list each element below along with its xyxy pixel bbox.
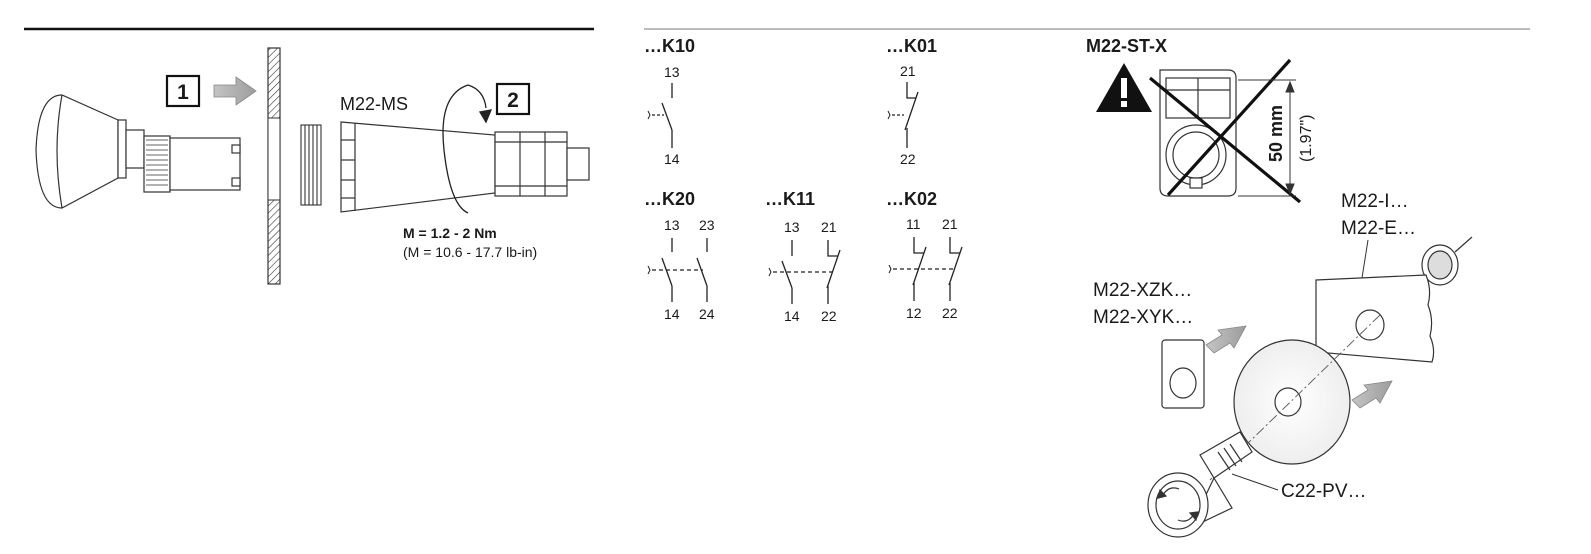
plate-arrow-icon <box>1205 325 1247 354</box>
contact-k10: …K10 13 14 <box>644 36 695 167</box>
front-ring-drawing <box>1421 236 1473 286</box>
disc-arrow-icon <box>1351 380 1393 409</box>
emergency-button-drawing <box>1147 431 1253 538</box>
mushroom-button-drawing <box>35 94 241 209</box>
fixing-ring <box>300 124 322 206</box>
contact-k01-terminal-top: 21 <box>900 63 916 79</box>
dimension-metric: 50 mm <box>1266 105 1286 162</box>
contact-k02-title: …K02 <box>886 189 937 209</box>
contact-k11-title: …K11 <box>765 189 815 209</box>
cross-out-icon <box>1148 58 1302 204</box>
contact-k20-terminal-2: 23 <box>699 217 715 233</box>
rotate-arrow-icon <box>442 84 493 214</box>
front-ring-label-2: M22-E… <box>1341 218 1416 239</box>
assembly-panel-drawing <box>1315 274 1435 363</box>
plate-label-2: M22-XYK… <box>1093 307 1193 328</box>
mounting-tool-drawing <box>340 121 590 213</box>
step-1-label: 1 <box>177 81 189 104</box>
contact-k11: …K11 13 21 14 22 <box>765 189 841 324</box>
contact-k01-terminal-bottom: 22 <box>900 151 916 167</box>
button-leader <box>1231 473 1279 491</box>
contact-k02-terminal-4: 22 <box>942 305 958 321</box>
plate-label-1: M22-XZK… <box>1093 280 1192 301</box>
tool-label: M22-MS <box>340 94 408 114</box>
contact-k10-title: …K10 <box>644 36 695 56</box>
contact-k10-terminal-top: 13 <box>664 64 680 80</box>
contact-k02-terminal-2: 21 <box>942 216 958 232</box>
warning-triangle-icon <box>1096 63 1152 112</box>
assembly-axis <box>1209 314 1381 481</box>
button-label: C22-PV… <box>1281 481 1367 502</box>
contact-k11-terminal-1: 13 <box>784 219 800 235</box>
front-ring-label-1: M22-I… <box>1341 191 1409 212</box>
step-2-label: 2 <box>507 89 519 112</box>
contact-k20-terminal-4: 24 <box>699 306 715 322</box>
contact-k11-terminal-3: 14 <box>784 308 800 324</box>
contact-k02-terminal-3: 12 <box>906 305 922 321</box>
arrow-right-icon <box>213 76 257 106</box>
legend-plate-drawing <box>1161 339 1205 409</box>
contact-k01-title: …K01 <box>886 36 937 56</box>
contact-k11-terminal-2: 21 <box>821 219 837 235</box>
front-ring-leader <box>1361 239 1369 279</box>
contact-k02: …K02 11 21 12 22 <box>886 189 963 321</box>
contact-k20: …K20 13 23 14 24 <box>644 189 715 322</box>
contact-k02-terminal-1: 11 <box>906 216 921 232</box>
dimension-line <box>1238 79 1296 197</box>
dimension-imperial: (1.97") <box>1298 115 1315 162</box>
protective-disc-drawing <box>1233 339 1351 465</box>
contact-k20-title: …K20 <box>644 189 695 209</box>
torque-metric: M = 1.2 - 2 Nm <box>403 225 497 241</box>
contact-k10-terminal-bottom: 14 <box>664 151 680 167</box>
contact-k20-terminal-3: 14 <box>664 306 680 322</box>
panel-opening <box>267 117 281 201</box>
label-plate-title: M22-ST-X <box>1086 36 1167 56</box>
step-1-badge: 1 <box>165 74 201 108</box>
contact-k11-terminal-4: 22 <box>821 308 837 324</box>
torque-imperial: (M = 10.6 - 17.7 lb-in) <box>403 244 537 260</box>
contact-k01: …K01 21 22 <box>886 36 937 167</box>
step-2-badge: 2 <box>495 82 531 116</box>
contact-k20-terminal-1: 13 <box>664 217 680 233</box>
